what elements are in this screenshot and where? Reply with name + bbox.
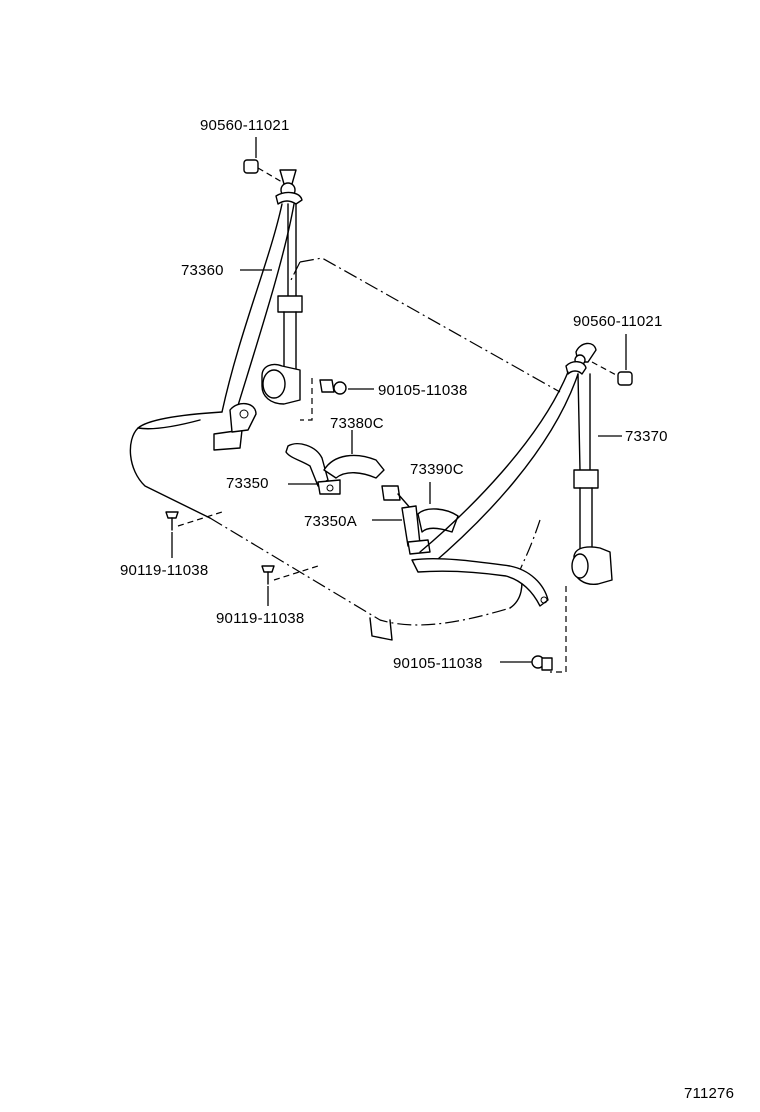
label-buckle-center: 73380C	[330, 415, 384, 432]
left-retractor-bolt	[319, 379, 374, 395]
label-buckle-left: 73350	[226, 475, 269, 492]
left-seat-belt-assembly	[213, 191, 313, 451]
label-belt-left: 73360	[181, 262, 224, 279]
label-anchor-bolt-left: 90560-11021	[200, 117, 290, 134]
label-floor-bolt-rear: 90119-11038	[216, 610, 305, 627]
right-anchor-bolt	[574, 334, 633, 386]
label-belt-right: 73370	[625, 428, 668, 445]
label-anchor-bolt-right: 90560-11021	[573, 313, 663, 330]
floor-bolts	[165, 511, 319, 606]
label-retractor-bolt-right: 90105-11038	[393, 655, 483, 672]
label-floor-bolt-front: 90119-11038	[120, 562, 209, 579]
label-tongue-center: 73390C	[410, 461, 464, 478]
right-retractor-bolt	[500, 655, 553, 671]
label-retractor-bolt-left: 90105-11038	[378, 382, 468, 399]
figure-number: 711276	[684, 1085, 735, 1102]
seat-cushion-outline	[129, 257, 561, 641]
right-seat-belt-assembly	[411, 361, 622, 673]
right-buckle-assembly	[372, 482, 459, 555]
center-buckle-assembly	[285, 430, 385, 495]
left-anchor-bolt	[243, 137, 297, 198]
label-buckle-right: 73350A	[304, 513, 357, 530]
